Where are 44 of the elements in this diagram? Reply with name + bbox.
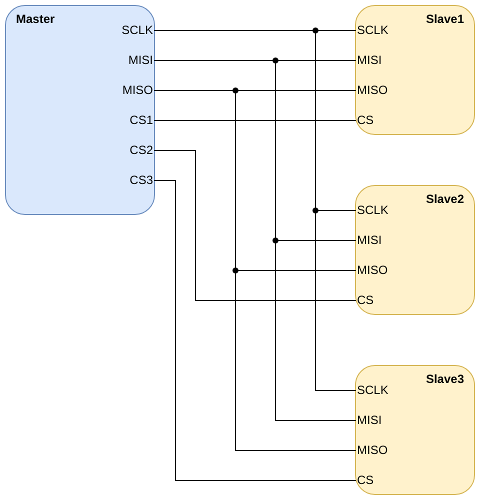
pin-label: SCLK — [356, 23, 388, 37]
pin-label: CS3 — [130, 173, 154, 187]
pin-label: MISI — [356, 233, 382, 247]
component-title: Slave2 — [426, 192, 464, 206]
pin-label: MISO — [122, 83, 154, 97]
component-box — [5, 5, 155, 215]
component-title: Slave3 — [426, 372, 464, 386]
component-box — [355, 365, 475, 495]
pin-label: SCLK — [122, 23, 154, 37]
pin-label: CS — [356, 473, 374, 487]
wire — [235, 270, 356, 451]
wire — [275, 240, 356, 241]
wire — [315, 30, 356, 31]
wire — [154, 90, 236, 91]
component-box — [355, 5, 475, 135]
wire — [275, 60, 356, 61]
wire — [154, 120, 356, 121]
pin-label: MISO — [356, 263, 388, 277]
wire — [235, 270, 356, 271]
component-title: Slave1 — [426, 12, 464, 26]
wire — [154, 30, 316, 31]
pin-label: SCLK — [356, 203, 388, 217]
pin-label: MISI — [356, 413, 382, 427]
wire — [275, 60, 276, 241]
pin-label: CS — [356, 113, 374, 127]
wire — [315, 210, 356, 391]
component-box — [355, 185, 475, 315]
pin-label: CS1 — [130, 113, 154, 127]
wire — [154, 60, 276, 61]
wire — [154, 150, 356, 301]
pin-label: CS — [356, 293, 374, 307]
wire — [315, 30, 316, 211]
wire — [315, 210, 356, 211]
wire — [275, 240, 356, 421]
pin-label: MISO — [356, 83, 388, 97]
wire — [235, 90, 236, 271]
pin-label: SCLK — [356, 383, 388, 397]
component-title: Master — [16, 12, 55, 26]
wire — [235, 90, 356, 91]
pin-label: MISI — [128, 53, 154, 67]
wire — [154, 180, 356, 481]
pin-label: CS2 — [130, 143, 154, 157]
pin-label: MISI — [356, 53, 382, 67]
pin-label: MISO — [356, 443, 388, 457]
